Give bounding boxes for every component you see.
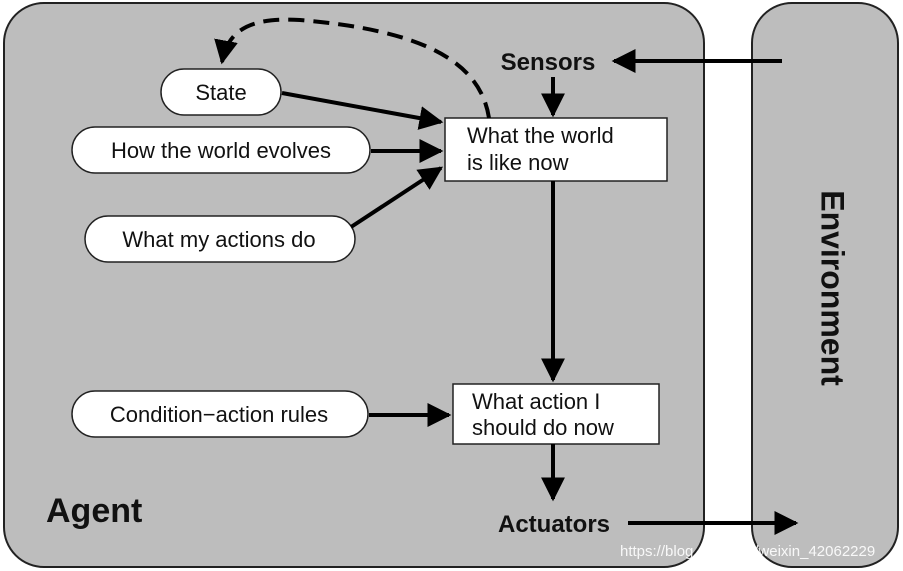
state-to-world-arrow bbox=[281, 91, 444, 130]
world-evolves-pill bbox=[71, 126, 371, 174]
actuators-label: Actuators bbox=[498, 511, 610, 538]
state-label: State bbox=[195, 80, 246, 105]
world-state-line1: What the world bbox=[467, 123, 614, 148]
action-box bbox=[452, 383, 660, 445]
agent-panel bbox=[3, 2, 705, 568]
agent-label: Agent bbox=[46, 492, 142, 530]
rules-pill bbox=[71, 390, 369, 438]
world-state-line2: is like now bbox=[467, 150, 569, 175]
environment-label: Environment bbox=[815, 190, 851, 386]
rules-label: Condition−action rules bbox=[110, 402, 328, 427]
arrows bbox=[214, 17, 799, 535]
state-pill bbox=[160, 68, 282, 116]
actions-do-pill bbox=[84, 215, 356, 263]
environment-panel bbox=[751, 2, 899, 568]
world-state-box bbox=[444, 117, 668, 182]
action-line2: should do now bbox=[472, 415, 614, 440]
world-evolves-label: How the world evolves bbox=[111, 138, 331, 163]
action-line1: What action I bbox=[472, 389, 600, 414]
watermark: https://blog.csdn.net/weixin_42062229 bbox=[620, 543, 875, 560]
sensors-label: Sensors bbox=[501, 49, 596, 76]
actions-to-world-arrow bbox=[349, 166, 444, 229]
actions-do-label: What my actions do bbox=[122, 227, 315, 252]
